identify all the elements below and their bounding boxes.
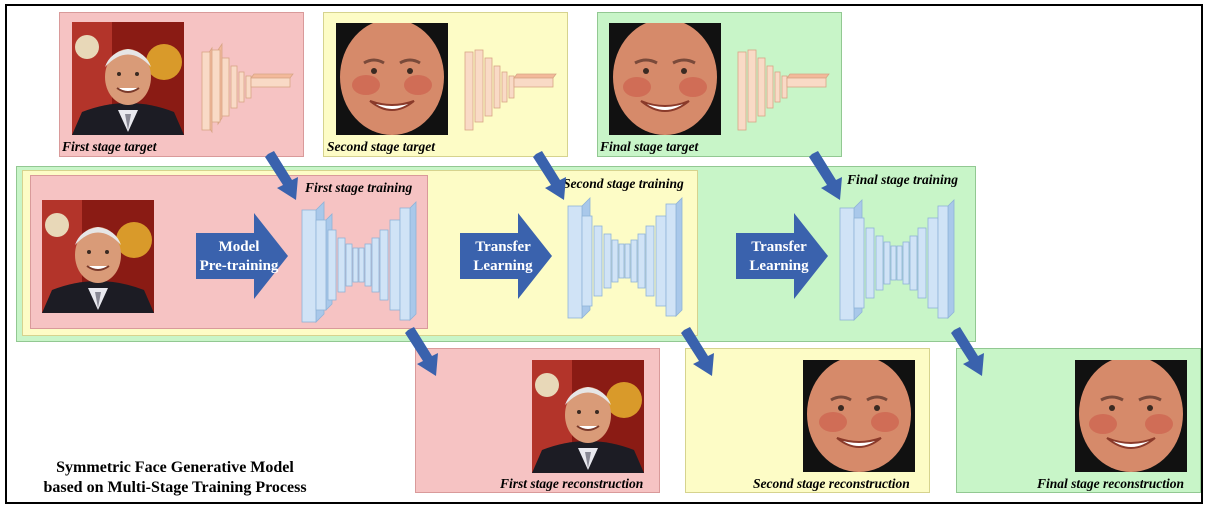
figure-title: Symmetric Face Generative Model based on… [20,458,330,498]
figure-title-line1: Symmetric Face Generative Model [56,459,294,476]
figure-frame [5,4,1203,504]
encoder-network-1 [200,24,295,134]
transfer-1-label-line2: Learning [473,258,533,274]
transfer-2-label-line2: Learning [749,258,809,274]
training-1-caption: First stage training [305,180,413,195]
transfer-1-label-line1: Transfer [475,239,531,255]
reconstruction-2-face-image [803,360,915,472]
encoder-network-3 [736,24,831,134]
training-2-to-reconstruction-arrow [680,326,720,383]
training-1-to-reconstruction-arrow [404,326,444,383]
autoencoder-network-2 [566,196,684,321]
target-3-to-training-arrow [808,150,848,207]
target-1-portrait-image [72,22,184,135]
target-1-to-training-arrow [264,150,304,207]
figure-title-line2: based on Multi-Stage Training Process [43,479,307,496]
reconstruction-3-face-image [1075,360,1187,472]
target-3-symmetric-face-image [609,23,721,135]
autoencoder-network-1 [300,200,418,325]
target-2-cropped-face-image [336,23,448,135]
pretrain-label-line2: Pre-training [199,258,279,274]
training-input-portrait-image [42,200,154,313]
training-2-caption: Second stage training [563,176,684,191]
encoder-network-2 [463,24,558,134]
reconstruction-1-caption: First stage reconstruction [500,476,644,491]
target-2-caption: Second stage target [327,139,435,154]
training-3-to-reconstruction-arrow [950,326,990,383]
target-3-caption: Final stage target [600,139,699,154]
reconstruction-3-caption: Final stage reconstruction [1037,476,1185,491]
pretrain-label-line1: Model [218,239,260,255]
autoencoder-network-3 [838,198,956,323]
target-1-caption: First stage target [62,139,157,154]
transfer-2-label-line1: Transfer [751,239,807,255]
reconstruction-2-caption: Second stage reconstruction [753,476,910,491]
training-3-caption: Final stage training [847,172,959,187]
reconstruction-1-portrait-image [532,360,644,473]
target-2-to-training-arrow [532,150,572,207]
